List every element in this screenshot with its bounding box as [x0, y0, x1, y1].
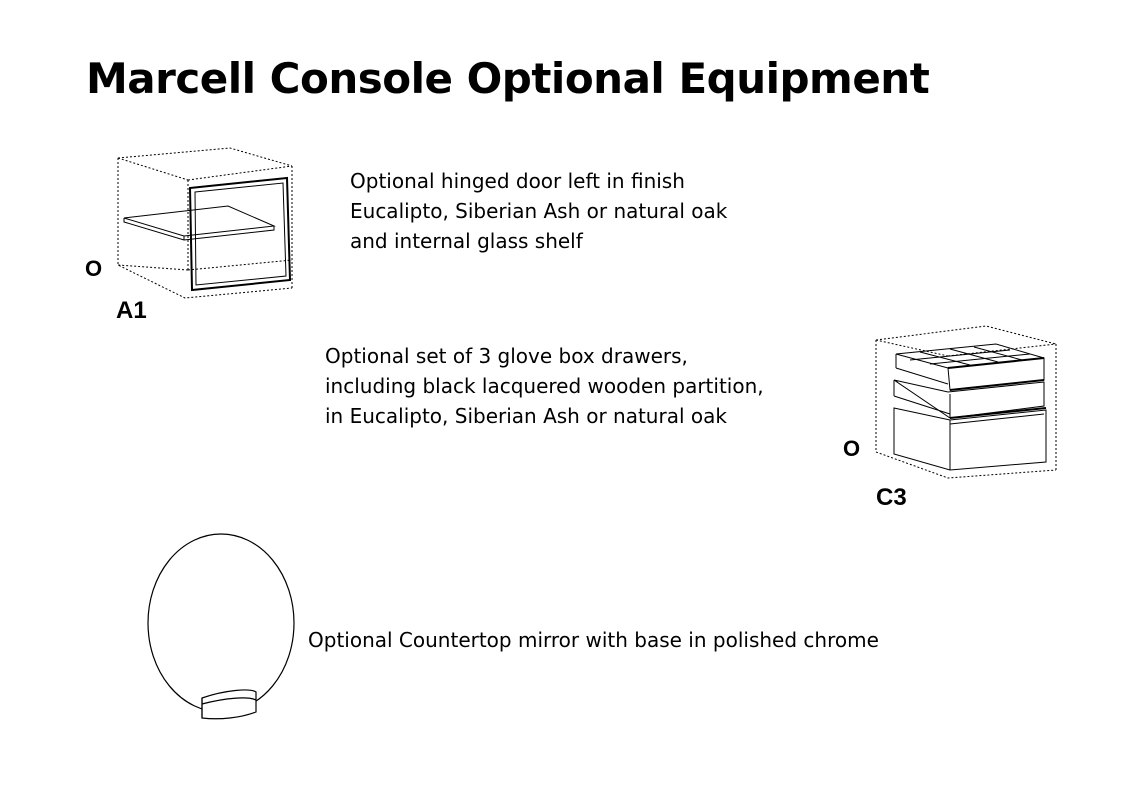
description-line: Optional Countertop mirror with base in … — [308, 628, 879, 652]
option-marker-a1: O — [85, 256, 103, 281]
page-title: Marcell Console Optional Equipment — [86, 54, 930, 103]
description-line: and internal glass shelf — [350, 229, 583, 253]
option-code-c3: C3 — [876, 484, 907, 511]
description-line: Eucalipto, Siberian Ash or natural oak — [350, 199, 728, 223]
option-marker-c3: O — [843, 436, 861, 461]
option-code-a1: A1 — [116, 297, 147, 324]
cabinet-glass-shelf-illustration — [117, 147, 293, 299]
option-description-a1: Optional hinged door left in finish Euca… — [350, 166, 727, 256]
description-line: Optional hinged door left in finish — [350, 169, 685, 193]
description-line: Optional set of 3 glove box drawers, — [325, 344, 688, 368]
option-description-mirror: Optional Countertop mirror with base in … — [308, 625, 879, 655]
countertop-mirror-illustration — [147, 533, 295, 720]
drawer-unit-illustration — [875, 325, 1057, 479]
description-line: in Eucalipto, Siberian Ash or natural oa… — [325, 404, 727, 428]
option-description-c3: Optional set of 3 glove box drawers, inc… — [325, 341, 764, 431]
description-line: including black lacquered wooden partiti… — [325, 374, 764, 398]
